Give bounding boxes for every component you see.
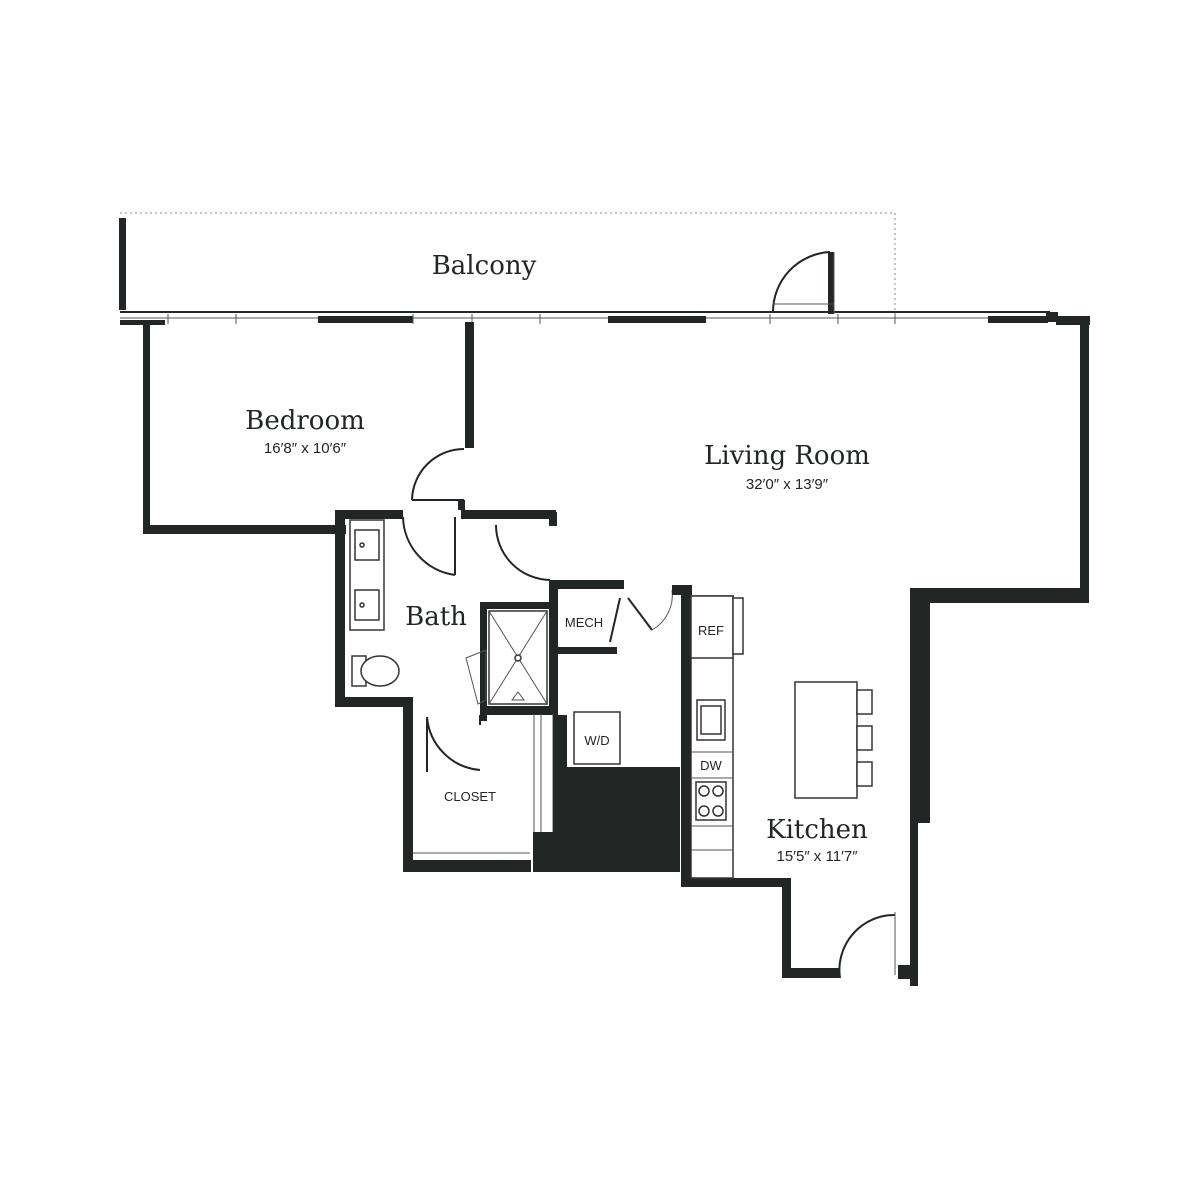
room-label-bath: Bath (405, 602, 467, 632)
hall-door (495, 524, 551, 581)
window-wall (120, 311, 1090, 325)
kitchen-island (794, 681, 873, 799)
room-label-balcony: Balcony (432, 251, 537, 281)
room-label-kitchen: Kitchen (766, 815, 868, 845)
shower (465, 610, 548, 705)
balcony-area (119, 212, 896, 316)
room-label-living-room: Living Room (704, 441, 870, 471)
toilet (351, 655, 400, 687)
dishwasher-label: DW (700, 758, 722, 773)
kitchen-counter (690, 595, 744, 879)
bedroom-door (411, 448, 465, 510)
bath-door (402, 516, 456, 576)
bath-walls (335, 510, 624, 872)
washer-dryer-label: W/D (584, 733, 609, 748)
ref-label: REF (698, 623, 724, 638)
balcony-door (771, 251, 835, 314)
room-dims-living-room: 32′0″ x 13′9″ (746, 476, 829, 493)
laundry-core (553, 580, 840, 978)
living-walls (910, 318, 1089, 986)
vanity (349, 519, 385, 631)
room-dims-kitchen: 15′5″ x 11′7″ (776, 848, 858, 865)
bedroom-walls (143, 322, 474, 534)
mech-label: MECH (565, 615, 603, 630)
room-dims-bedroom: 16′8″ x 10′6″ (264, 440, 347, 457)
room-label-bedroom: Bedroom (245, 406, 365, 436)
closet-label: CLOSET (444, 789, 496, 804)
entry-door (838, 912, 912, 979)
